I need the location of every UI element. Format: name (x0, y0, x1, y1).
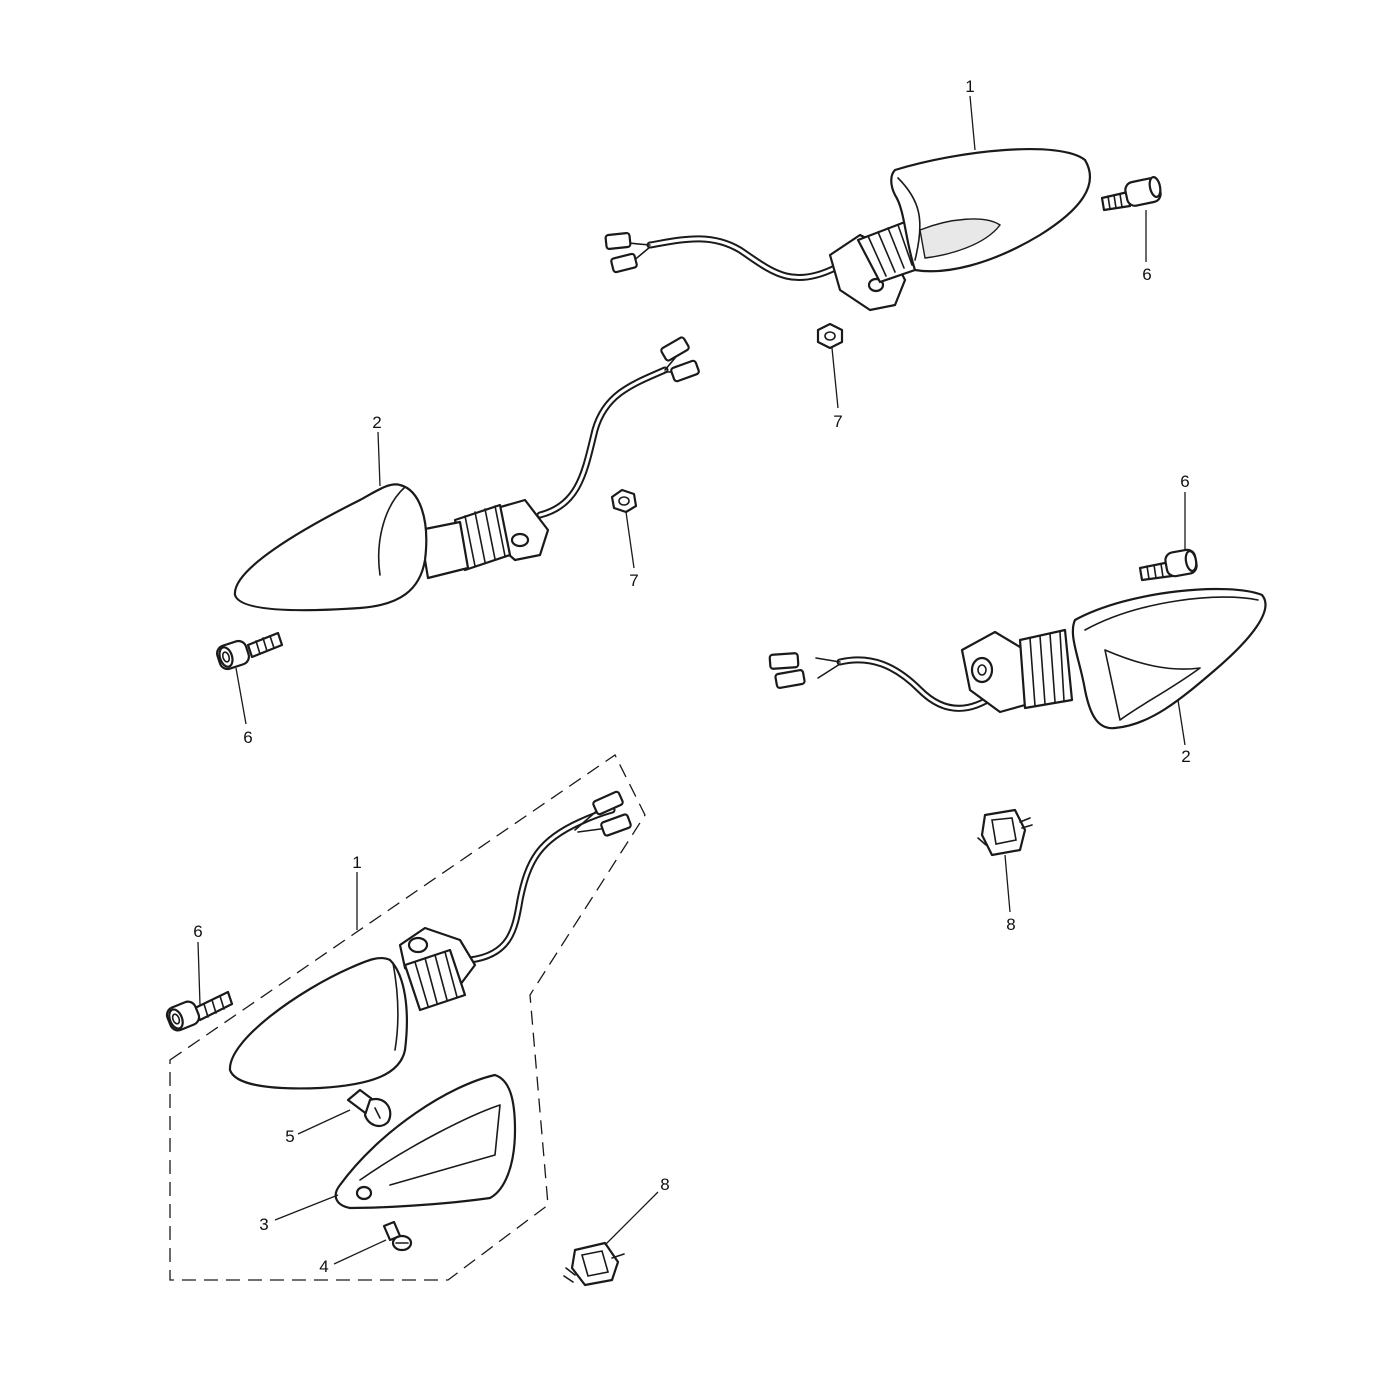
callout-5-kit: 5 (285, 1127, 294, 1146)
callout-7-mid: 7 (629, 571, 638, 590)
callout-6-top: 6 (1142, 265, 1151, 284)
connector-clip-bottom (563, 1241, 625, 1287)
callout-7-top: 7 (833, 412, 842, 431)
indicator-top-right (604, 148, 1091, 312)
cap-screw-top (1100, 176, 1162, 212)
nut-top (816, 322, 844, 350)
connector-clip-right (977, 808, 1033, 857)
callout-labels: 1 6 7 2 7 6 6 2 8 1 6 5 3 4 8 (193, 77, 1190, 1276)
cap-screw-right (1138, 548, 1198, 582)
kit-boundary (169, 754, 646, 1281)
small-screw-kit (382, 1220, 413, 1252)
leader-lines (197, 95, 1186, 1265)
callout-8-bottom: 8 (660, 1175, 669, 1194)
cap-screw-left (216, 631, 284, 671)
callout-2-right: 2 (1181, 747, 1190, 766)
callout-6-right: 6 (1180, 472, 1189, 491)
callout-6-kit: 6 (193, 922, 202, 941)
indicator-kit (228, 790, 632, 1090)
nut-mid (610, 488, 638, 514)
callout-1-kit: 1 (352, 853, 361, 872)
cap-screw-kit (165, 990, 234, 1032)
callout-2-left: 2 (372, 413, 381, 432)
callout-1-top: 1 (965, 77, 974, 96)
indicator-left (233, 336, 700, 612)
callout-6-left: 6 (243, 728, 252, 747)
indicator-right (768, 587, 1267, 730)
bulb-kit (346, 1088, 392, 1128)
callout-4-kit: 4 (319, 1257, 328, 1276)
lens-kit (334, 1073, 517, 1210)
callout-3-kit: 3 (259, 1215, 268, 1234)
callout-8-right: 8 (1006, 915, 1015, 934)
